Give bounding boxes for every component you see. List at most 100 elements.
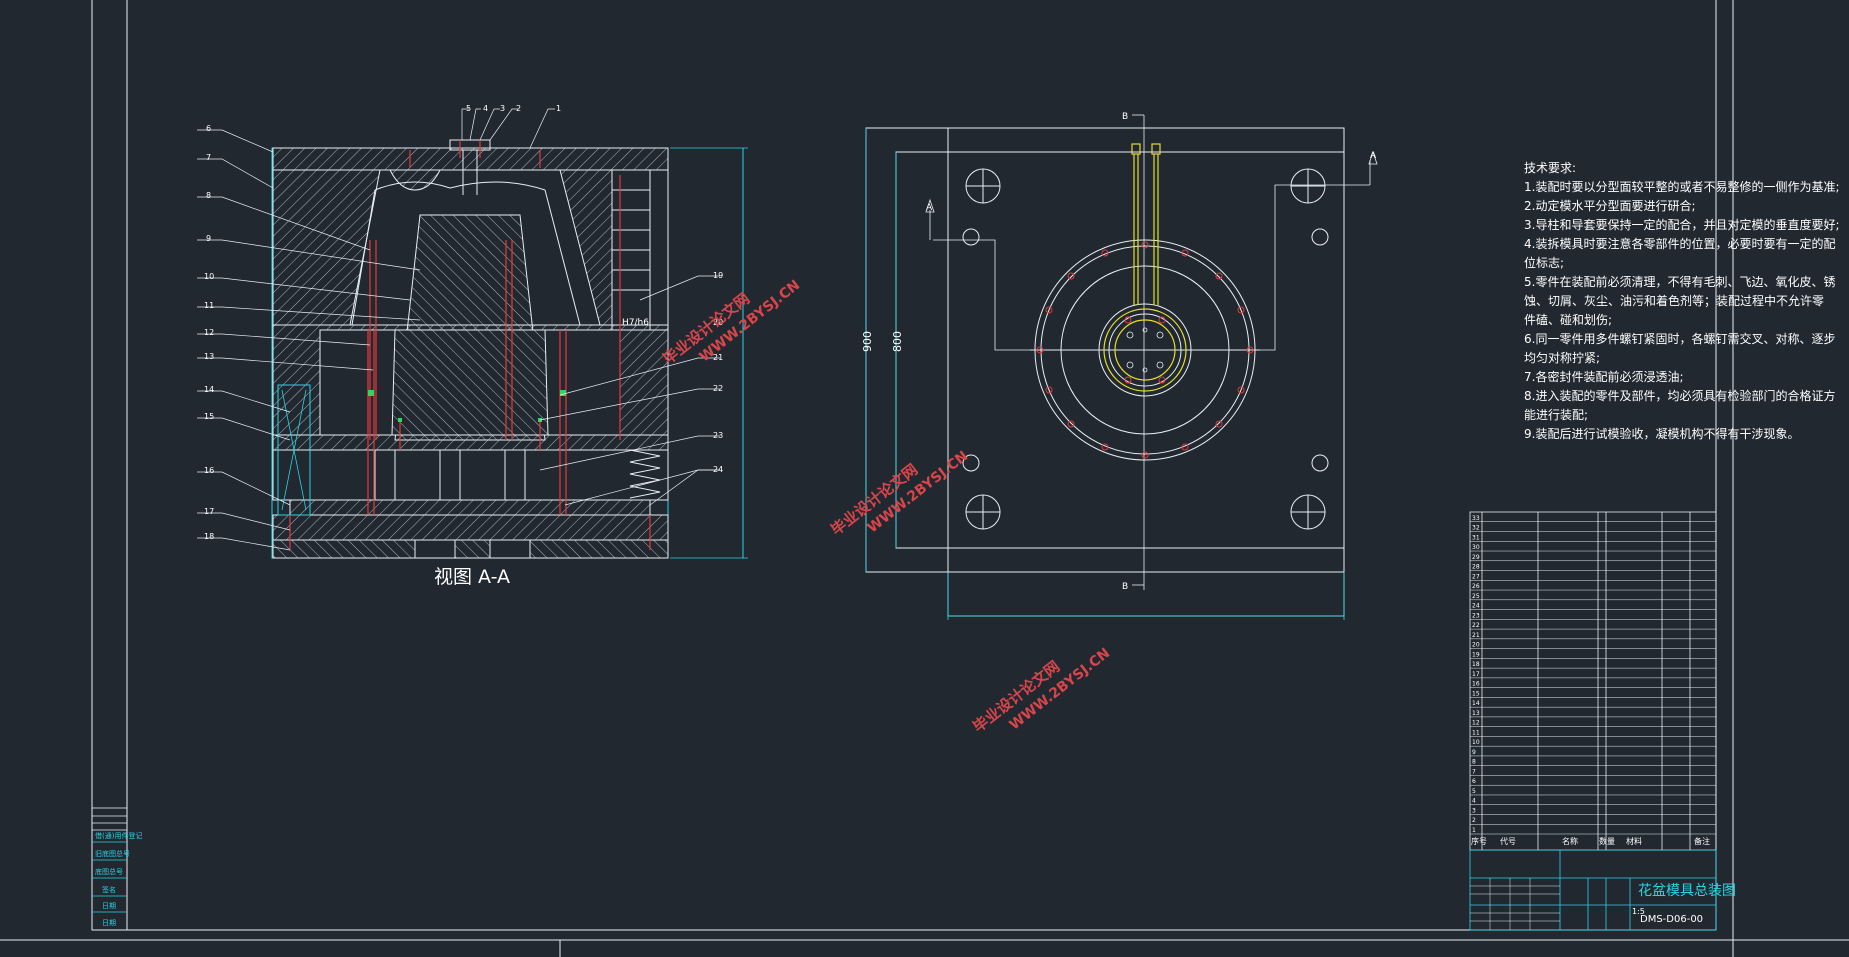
- bom-header-seq: 序号: [1471, 836, 1487, 846]
- bom-row-number: 11: [1472, 729, 1480, 736]
- bom-row-number: 9: [1472, 749, 1476, 756]
- ejector-plate: [289, 499, 651, 516]
- tech-line: 均匀对称拧紧;: [1524, 351, 1600, 365]
- tech-line: 8.进入装配的零件及部件，均必须具有检验部门的合格证方: [1524, 388, 1835, 403]
- tech-line: 件磕、碰和划伤;: [1524, 313, 1612, 327]
- callout-18: 18: [204, 532, 214, 541]
- cooling-channels: [611, 169, 669, 331]
- callout-5: 5: [466, 104, 471, 113]
- bom-row-number: 21: [1472, 632, 1480, 639]
- tech-line: 4.装拆模具时要注意各零部件的位置，必要时要有一定的配: [1524, 236, 1835, 251]
- callout-2: 2: [516, 104, 521, 113]
- tech-line: 7.各密封件装配前必须浸透油;: [1524, 369, 1684, 384]
- strip-label-6: 日期: [102, 919, 116, 927]
- callout-3: 3: [500, 104, 505, 113]
- bom-header-name: 名称: [1562, 836, 1578, 846]
- watermark-2: 毕业设计论文网 WWW.2BYSJ.CN: [827, 448, 971, 539]
- ejector-retainer-plate: [272, 434, 669, 451]
- ejector-space: [272, 449, 669, 501]
- callout-9: 9: [206, 234, 211, 243]
- callout-12: 12: [204, 328, 214, 337]
- callout-17: 17: [204, 507, 214, 516]
- bom-row-number: 1: [1472, 827, 1476, 834]
- callout-7: 7: [206, 153, 211, 162]
- bom-header-material: 材料: [1626, 836, 1642, 846]
- runner-gate: [1103, 143, 1187, 392]
- left-strip-table: 借(通)用件登记 旧底图总号 底图总号 签名 日期 日期: [91, 807, 142, 931]
- title-block: 花盆模具总装图 DMS-D06-00 1:5: [1469, 849, 1736, 931]
- tech-line: 蚀、切屑、灰尘、油污和着色剂等；装配过程中不允许零: [1524, 293, 1824, 308]
- callout-1: 1: [556, 104, 561, 113]
- section-mark-b-top: B: [1122, 112, 1128, 122]
- callout-13: 13: [204, 352, 214, 361]
- plan-view: 900 800 A A B B: [861, 112, 1378, 620]
- section-view-a-a: H7/h6 视图 A-A: [271, 139, 748, 588]
- callout-leaders: [197, 108, 720, 551]
- callout-15: 15: [204, 412, 214, 421]
- bom-row-number: 10: [1472, 739, 1480, 746]
- bom-row-number: 17: [1472, 671, 1480, 678]
- bom-row-number: 31: [1472, 534, 1480, 541]
- bom-row-number: 29: [1472, 554, 1480, 561]
- strip-label-4: 签名: [102, 885, 116, 894]
- bom-row-number: 13: [1472, 710, 1480, 717]
- tech-line: 位标志;: [1524, 255, 1564, 270]
- ring-bolts: [1036, 241, 1254, 459]
- tech-heading: 技术要求:: [1524, 161, 1576, 175]
- drawing-title: 花盆模具总装图: [1638, 883, 1736, 899]
- callout-8: 8: [206, 191, 211, 200]
- technical-requirements: 技术要求: 1.装配时要以分型面较平整的或者不易整修的一侧作为基准; 2.动定模…: [1524, 161, 1840, 441]
- watermark-3: 毕业设计论文网 WWW.2BYSJ.CN: [969, 645, 1113, 736]
- bom-row-number: 27: [1472, 573, 1480, 580]
- bom-row-number: 14: [1472, 700, 1480, 707]
- callout-21: 21: [713, 353, 723, 362]
- top-clamp-plate: [272, 147, 669, 171]
- bom-row-number: 26: [1472, 583, 1480, 590]
- section-mark-a-right: A: [1370, 151, 1377, 161]
- bom-row-number: 20: [1472, 642, 1480, 649]
- bom-row-number: 7: [1472, 768, 1476, 775]
- bom-row-number: 24: [1472, 603, 1480, 610]
- section-mark-a-left: A: [926, 203, 933, 213]
- bill-of-materials: 3332313029282726252423222120191817161514…: [1469, 511, 1717, 851]
- strip-label-2: 旧底图总号: [95, 849, 130, 858]
- bom-row-number: 30: [1472, 544, 1480, 551]
- bom-row-number: 16: [1472, 681, 1480, 688]
- tech-line: 2.动定模水平分型面要进行研合;: [1524, 198, 1696, 213]
- callout-20: 20: [713, 318, 723, 327]
- mold-ring-view: [1030, 239, 1260, 461]
- bottom-clamp-plate: [272, 514, 669, 541]
- tech-line: 5.零件在装配前必须清理，不得有毛刺、飞边、氧化皮、锈: [1524, 274, 1835, 289]
- bom-row-number: 18: [1472, 661, 1480, 668]
- bom-row-number: 12: [1472, 720, 1480, 727]
- callout-10: 10: [204, 272, 214, 281]
- callout-4: 4: [483, 104, 488, 113]
- strip-label-3: 底图总号: [95, 867, 123, 876]
- bom-row-number: 2: [1472, 817, 1476, 824]
- bom-row-number: 8: [1472, 759, 1476, 766]
- callout-11: 11: [204, 301, 214, 310]
- callout-23: 23: [713, 431, 723, 440]
- dim-800: 800: [891, 331, 904, 352]
- callout-6: 6: [206, 124, 211, 133]
- fit-label: H7/h6: [622, 318, 649, 328]
- guide-pillars: [962, 168, 1329, 530]
- bom-row-number: 28: [1472, 564, 1480, 571]
- callout-16: 16: [204, 466, 214, 475]
- bom-row-number: 33: [1472, 515, 1480, 522]
- tech-line: 能进行装配;: [1524, 408, 1588, 422]
- bom-header-qty: 数量: [1599, 836, 1615, 846]
- bom-row-number: 6: [1472, 778, 1476, 785]
- callout-numbers: 6 7 8 9 10 11 12 13 14 15 16 17 18 5 4 3…: [204, 104, 723, 541]
- bom-row-number: 4: [1472, 798, 1476, 805]
- bom-row-number: 22: [1472, 622, 1480, 629]
- callout-22: 22: [713, 384, 723, 393]
- callout-14: 14: [204, 385, 214, 394]
- tech-line: 1.装配时要以分型面较平整的或者不易整修的一侧作为基准;: [1524, 179, 1840, 194]
- bom-row-number: 15: [1472, 690, 1480, 697]
- bom-row-number: 32: [1472, 525, 1480, 532]
- bom-row-number: 23: [1472, 612, 1480, 619]
- tech-line: 6.同一零件用多件螺钉紧固时，各螺钉需交叉、对称、逐步: [1524, 331, 1835, 346]
